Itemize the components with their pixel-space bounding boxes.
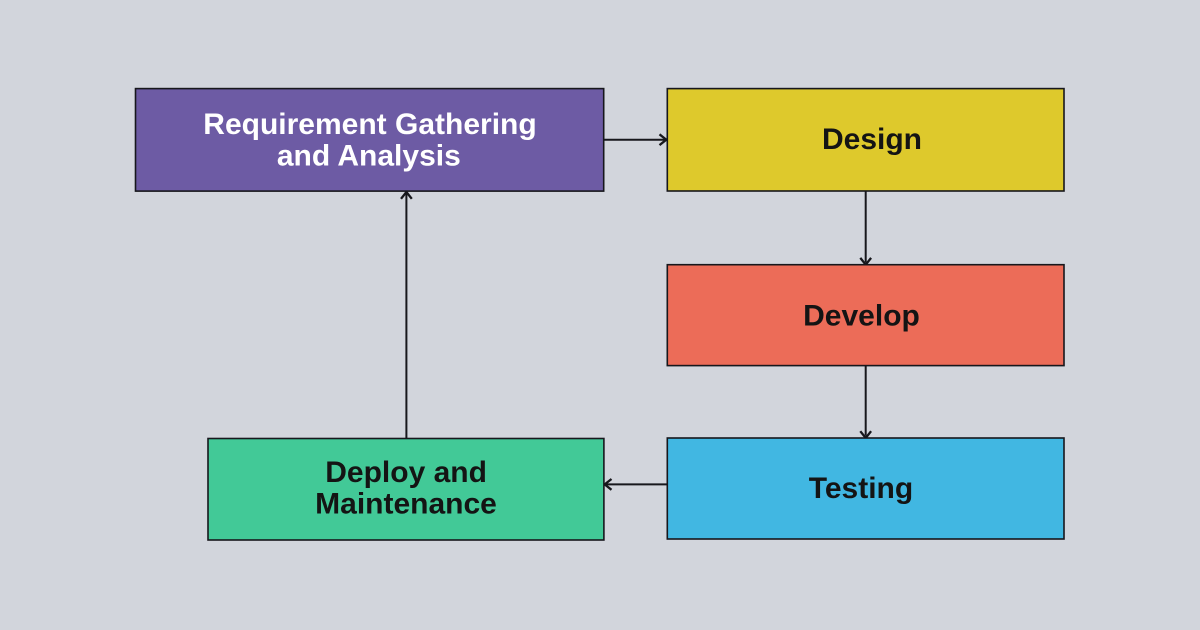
svg-text:Requirement Gathering: Requirement Gathering: [203, 108, 536, 141]
svg-text:Testing: Testing: [809, 472, 913, 505]
svg-text:and Analysis: and Analysis: [277, 139, 461, 172]
svg-text:Deploy and: Deploy and: [325, 456, 487, 489]
svg-text:Develop: Develop: [803, 300, 920, 333]
svg-text:Design: Design: [822, 123, 922, 156]
svg-text:Maintenance: Maintenance: [315, 487, 497, 520]
